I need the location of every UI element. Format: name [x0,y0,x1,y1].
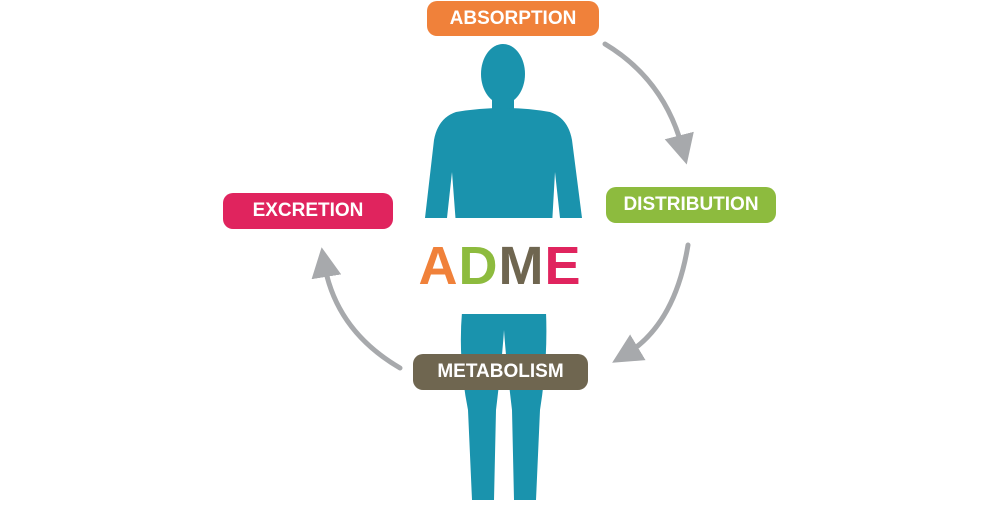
excretion-label: EXCRETION [223,193,393,229]
acronym-panel: ADME [410,218,590,314]
metabolism-label: METABOLISM [413,354,588,390]
arrow-distribution-to-metabolism [612,242,691,363]
acronym-letter-d: D [458,236,499,296]
head-shape [481,44,525,104]
absorption-label: ABSORPTION [427,1,599,36]
acronym-letter-a: A [418,236,459,296]
arrow-absorption-to-distribution [602,41,694,165]
acronym-letter-e: E [544,236,582,296]
legs-shape [460,312,547,500]
acronym-letter-m: M [498,236,545,296]
cycle-arrows [311,41,694,371]
arrow-metabolism-to-excretion [311,247,403,371]
distribution-label: DISTRIBUTION [606,187,776,223]
torso-shape [425,108,582,225]
acronym-text: ADME [418,239,581,293]
